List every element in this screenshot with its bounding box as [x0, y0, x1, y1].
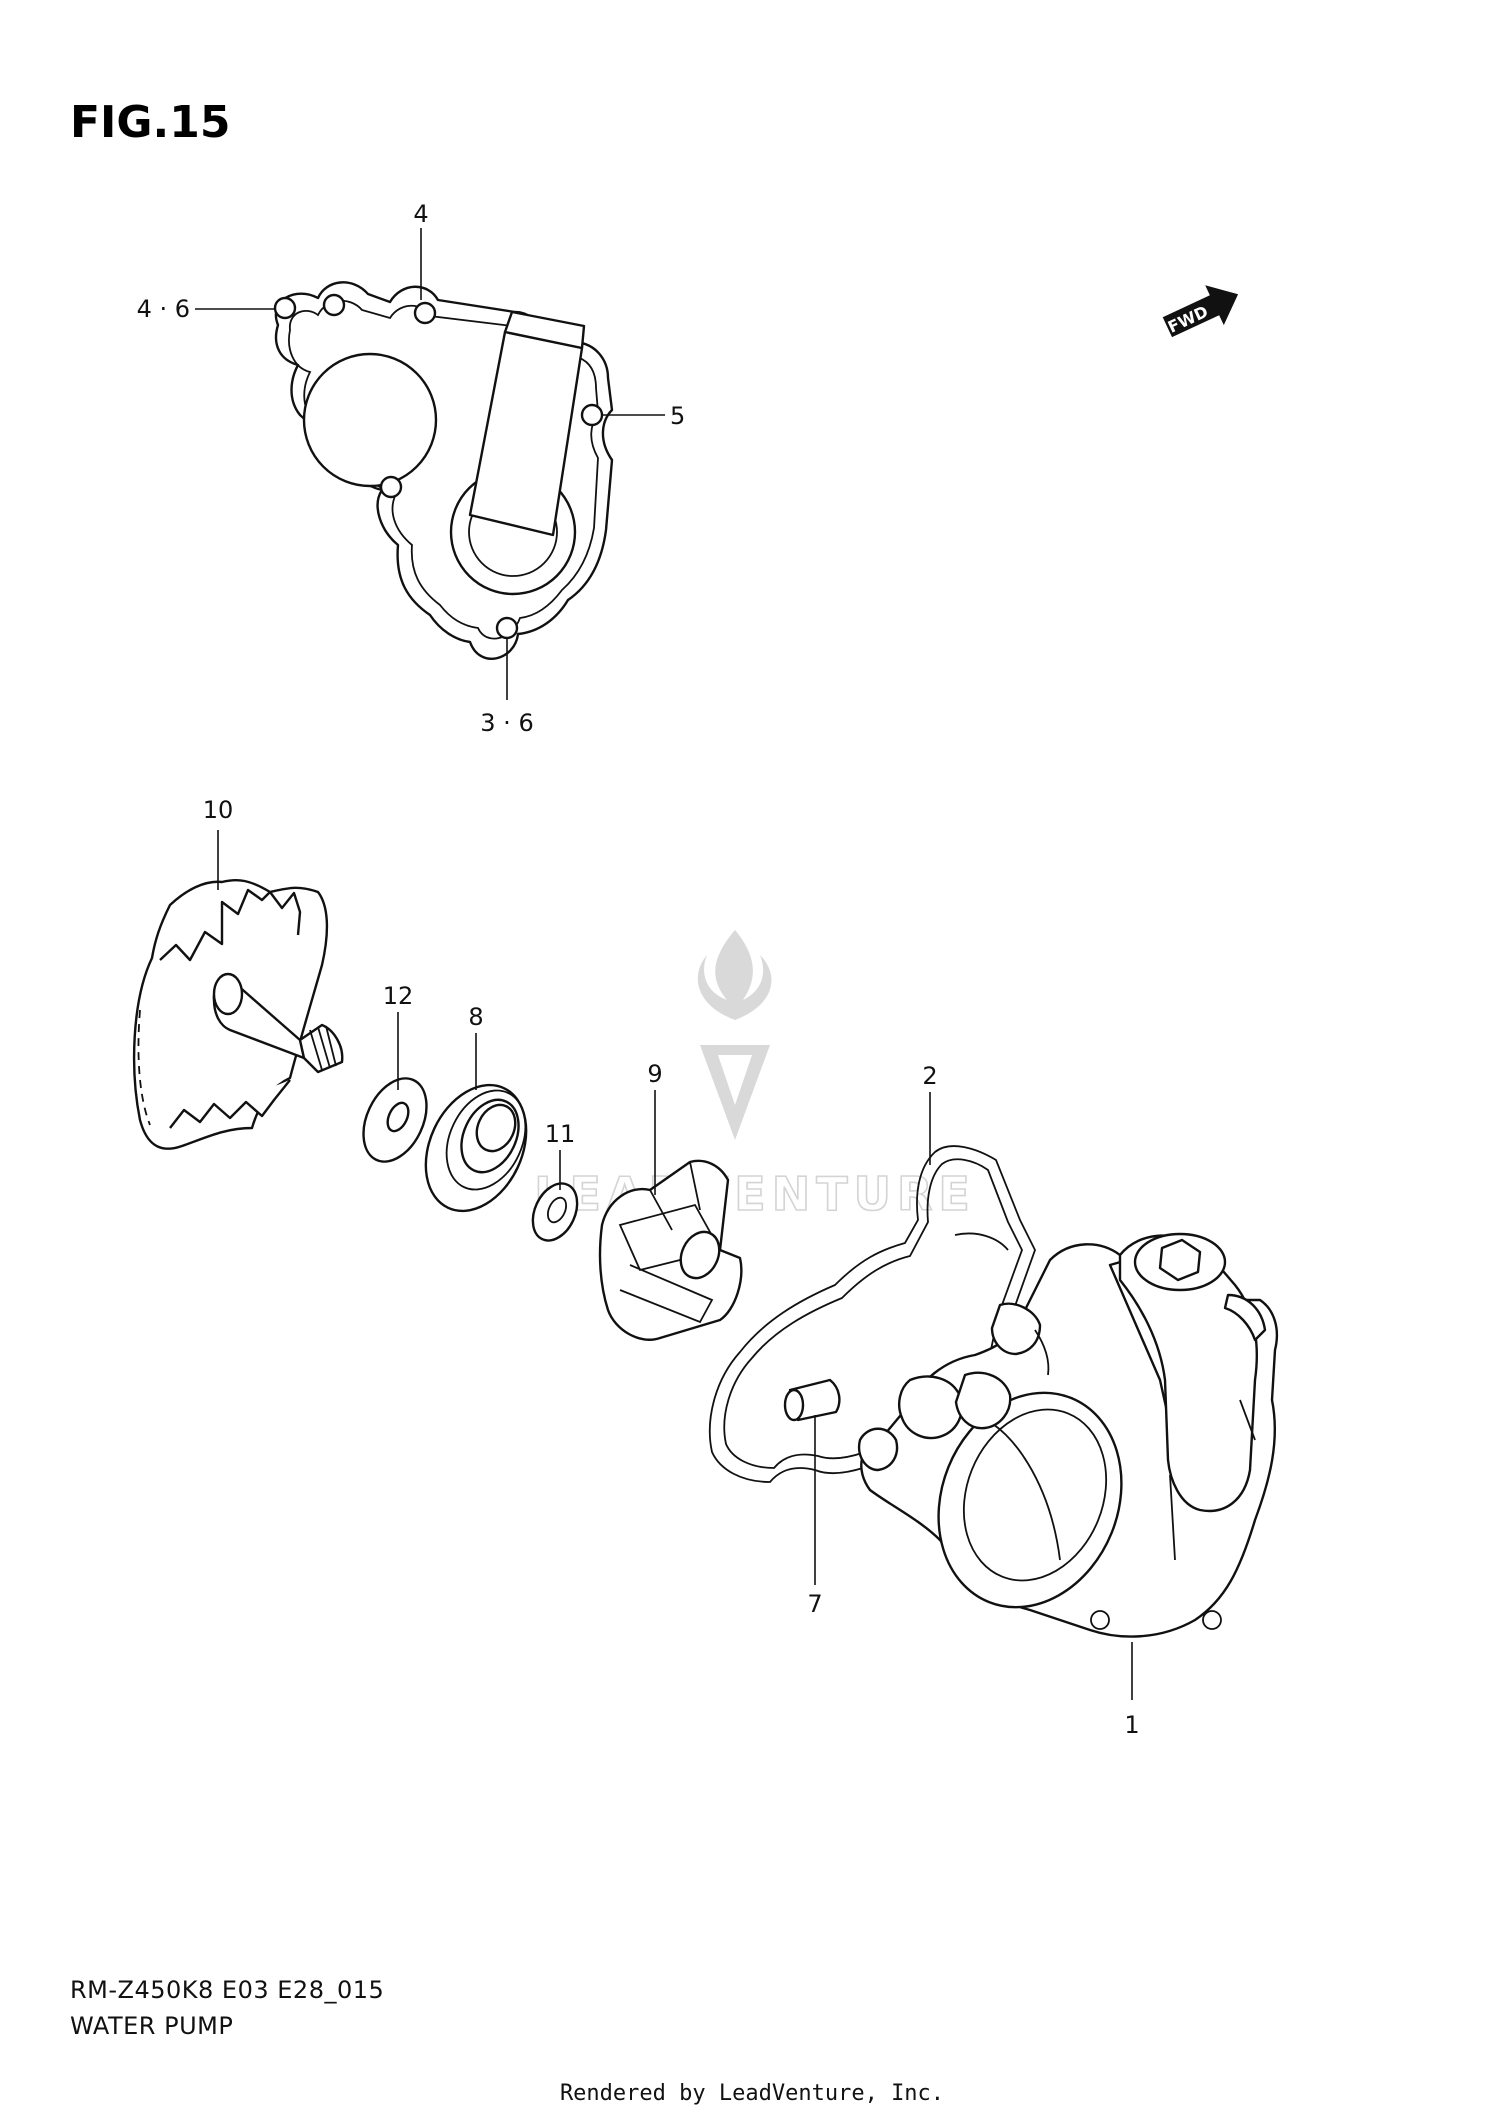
callout-7: 7 — [807, 1590, 822, 1618]
callout-1: 1 — [1124, 1711, 1139, 1739]
callout-12: 12 — [383, 982, 414, 1010]
water-pump-body — [857, 1232, 1279, 1638]
oil-seal — [531, 1182, 579, 1242]
mechanical-seal — [424, 1083, 528, 1213]
callout-8: 8 — [468, 1003, 483, 1031]
impeller — [598, 1159, 743, 1341]
callout-11: 11 — [545, 1120, 576, 1148]
callout-5: 5 — [670, 402, 685, 430]
model-code: RM-Z450K8 E03 E28_015 — [70, 1976, 384, 2004]
forward-arrow-icon — [1162, 285, 1239, 338]
callout-3-6: 3 · 6 — [480, 709, 533, 737]
callout-10: 10 — [203, 796, 234, 824]
impeller-shaft-gear — [132, 878, 344, 1150]
fwd-badge: FWD — [1162, 285, 1239, 338]
dowel-pin — [783, 1378, 841, 1422]
watermark-text: LEADVENTURE — [534, 1167, 976, 1221]
watermark: LEADVENTURE — [533, 930, 976, 1222]
callout-4-6: 4 · 6 — [137, 295, 190, 323]
callout-2: 2 — [922, 1062, 937, 1090]
pump-cover-gasket — [273, 281, 614, 660]
callout-4: 4 — [413, 200, 428, 228]
section-name: WATER PUMP — [70, 2012, 233, 2040]
callout-9: 9 — [647, 1060, 662, 1088]
figure-title: FIG.15 — [70, 97, 231, 148]
watermark-logo-icon — [697, 930, 772, 1140]
rendered-by-footer: Rendered by LeadVenture, Inc. — [560, 2081, 944, 2106]
leader-lines — [195, 228, 1133, 1700]
washer — [362, 1077, 428, 1163]
